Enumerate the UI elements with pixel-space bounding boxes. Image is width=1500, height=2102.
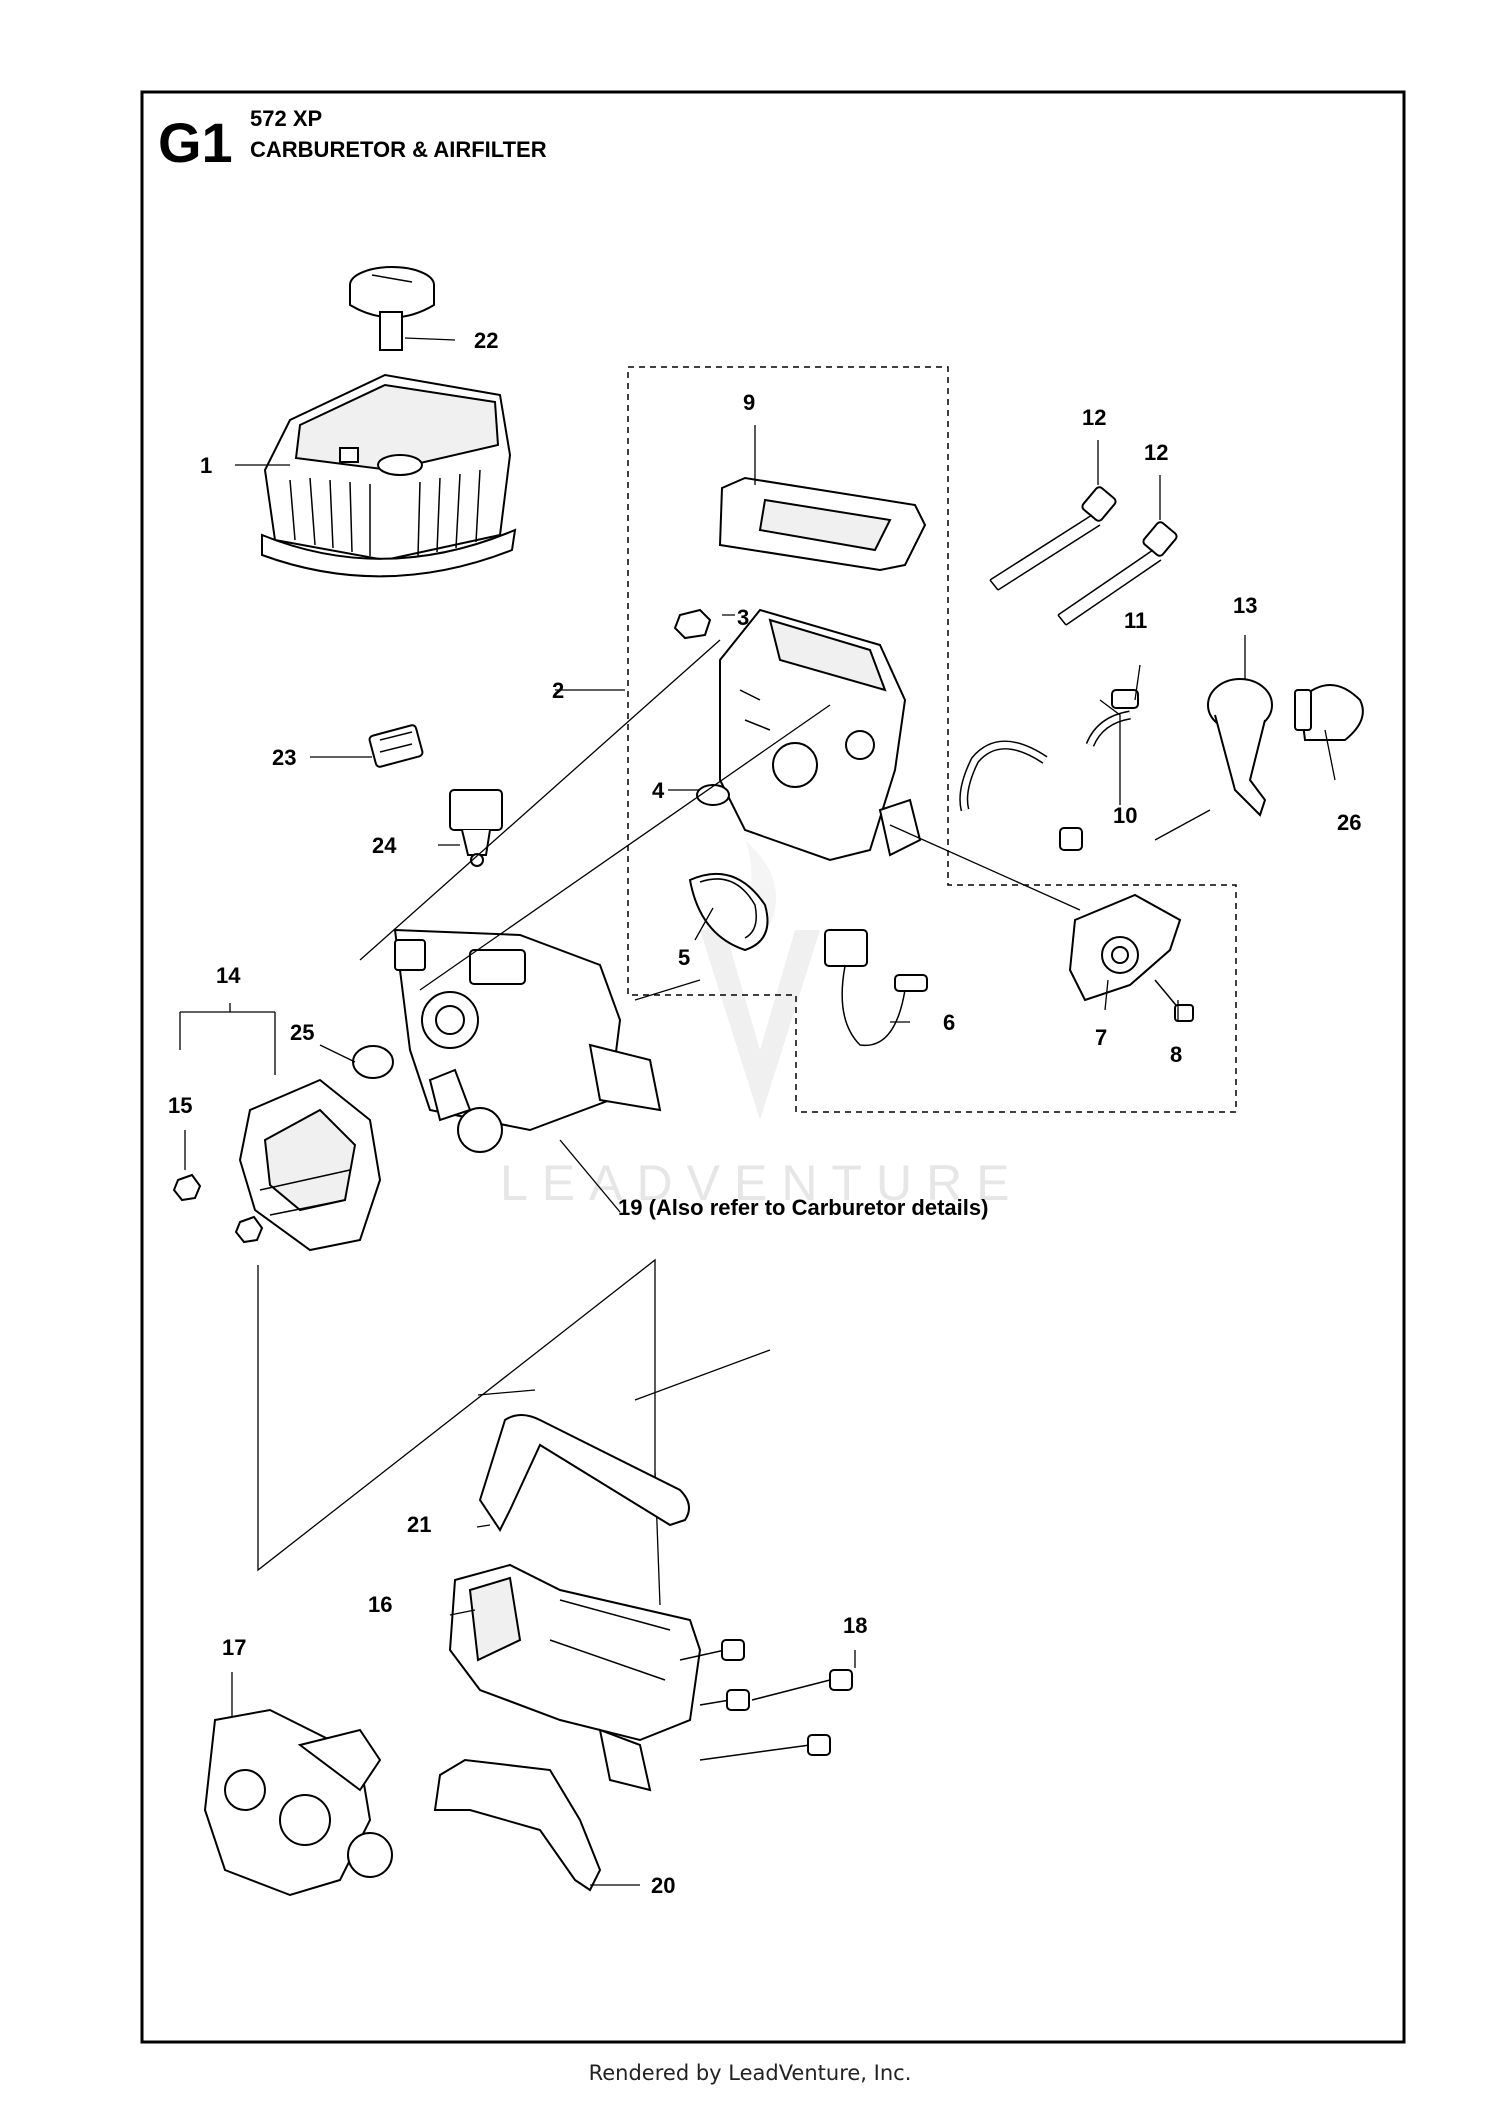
part-3-nut — [673, 608, 712, 640]
part-13-primer-housing — [1207, 678, 1273, 817]
part-10-fuel-hose — [1085, 710, 1131, 747]
part-15-nut-b — [234, 1215, 264, 1244]
model-name: 572 XP — [250, 106, 322, 131]
part-17-intake-manifold — [203, 1708, 393, 1897]
render-footer: Rendered by LeadVenture, Inc. — [589, 2061, 912, 2085]
callout-7: 7 — [1095, 1025, 1107, 1050]
part-6-sensor — [824, 929, 928, 1047]
callout-15: 15 — [168, 1093, 192, 1118]
callout-8: 8 — [1170, 1042, 1182, 1067]
part-22-knob — [349, 266, 435, 351]
diagram-frame — [140, 90, 1406, 2044]
part-20-baffle — [433, 1758, 602, 1892]
callout-18: 18 — [843, 1613, 867, 1638]
callout-16: 16 — [368, 1592, 392, 1617]
callout-14: 14 — [216, 963, 241, 988]
part-12-bolt-b — [1057, 521, 1178, 626]
callout-19: 19 (Also refer to Carburetor details) — [618, 1195, 988, 1220]
part-23-connector — [368, 724, 424, 768]
part-26-primer-bulb — [1294, 684, 1364, 741]
callout-3: 3 — [737, 605, 749, 630]
callout-20: 20 — [651, 1873, 675, 1898]
callout-2: 2 — [552, 678, 564, 703]
callout-24: 24 — [372, 833, 397, 858]
watermark-text: LEADVENTURE — [500, 1155, 1024, 1211]
section-code: G1 — [158, 111, 233, 174]
part-15-nut-a — [172, 1173, 202, 1202]
assembly-group-outline — [627, 366, 1237, 1113]
callout-5: 5 — [678, 945, 690, 970]
part-5-o-ring — [688, 872, 769, 952]
part-4-gasket — [696, 784, 730, 806]
part-12-bolt-a — [989, 486, 1117, 591]
callout-6: 6 — [943, 1010, 955, 1035]
part-11-fuel-hose — [959, 645, 1139, 853]
callout-22: 22 — [474, 328, 498, 353]
part-14-filter-holder — [238, 1078, 382, 1252]
callout-12b: 12 — [1144, 440, 1168, 465]
callout-12a: 12 — [1082, 405, 1106, 430]
part-19-carburetor — [393, 928, 662, 1153]
projection-lines-upper — [359, 639, 1211, 1001]
callout-10: 10 — [1113, 803, 1137, 828]
part-24-sensor — [449, 789, 503, 867]
part-25-ring — [352, 1045, 394, 1079]
callout-13: 13 — [1233, 593, 1257, 618]
leader-lines — [179, 337, 1336, 1886]
callout-4: 4 — [652, 778, 665, 803]
part-21-gasket-strip — [478, 1414, 690, 1532]
part-2-housing — [719, 608, 922, 862]
callout-23: 23 — [272, 745, 296, 770]
part-18-screw-c — [699, 1734, 831, 1761]
part-18-screw-b — [699, 1669, 853, 1711]
callout-25: 25 — [290, 1020, 314, 1045]
part-9-gasket — [718, 476, 927, 572]
part-8-screw — [1154, 979, 1194, 1022]
diagram-title: CARBURETOR & AIRFILTER — [250, 137, 547, 162]
callout-1: 1 — [200, 453, 212, 478]
callout-21: 21 — [407, 1512, 431, 1537]
callout-9: 9 — [743, 390, 755, 415]
callout-11: 11 — [1124, 608, 1147, 633]
callout-17: 17 — [222, 1635, 246, 1660]
part-7-valve-plate — [1068, 893, 1182, 1002]
callout-26: 26 — [1337, 810, 1361, 835]
part-16-air-duct — [448, 1563, 702, 1792]
part-18-screw-a — [679, 1639, 745, 1661]
part-1-air-filter — [261, 373, 517, 578]
